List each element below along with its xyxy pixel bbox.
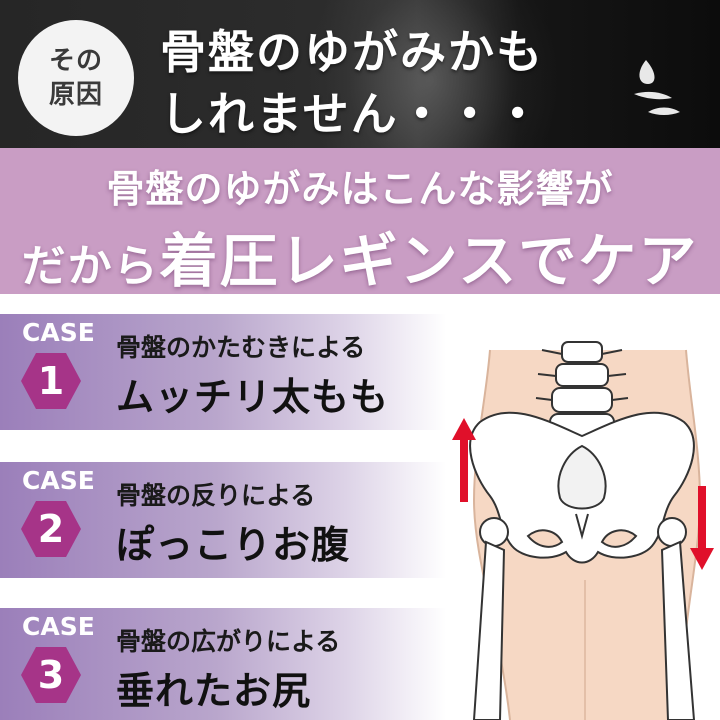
top-banner: その 原因 骨盤のゆがみかも しれません・・・ bbox=[0, 0, 720, 148]
hexagon-icon bbox=[21, 353, 81, 409]
case-number-hexagon: 3 bbox=[20, 644, 82, 706]
case-number-hexagon: 2 bbox=[20, 498, 82, 560]
banner-sheen bbox=[300, 0, 560, 148]
case-3: CASE 3 骨盤の広がりによる 垂れたお尻 bbox=[0, 608, 720, 720]
case-cause: 骨盤の広がりによる bbox=[116, 627, 341, 656]
badge-line2: 原因 bbox=[48, 80, 103, 110]
hexagon-icon bbox=[21, 501, 81, 557]
band-title-main: 着圧レギンスでケア bbox=[159, 227, 699, 295]
arrow-down-icon bbox=[690, 486, 714, 570]
case-number: 2 bbox=[37, 507, 65, 551]
case-label: CASE bbox=[22, 612, 95, 641]
case-effect: ムッチリ太もも bbox=[116, 375, 390, 419]
case-effect: ぽっこりお腹 bbox=[116, 523, 351, 567]
case-label: CASE bbox=[22, 318, 95, 347]
band-title: だから着圧レギンスでケア bbox=[0, 214, 720, 298]
sweat-drops-icon bbox=[634, 60, 680, 115]
case-cause: 骨盤の反りによる bbox=[116, 481, 316, 510]
case-number: 3 bbox=[37, 653, 65, 697]
pelvis-bone bbox=[469, 411, 695, 564]
message-band: 骨盤のゆがみはこんな影響が だから着圧レギンスでケア bbox=[0, 148, 720, 295]
case-cause: 骨盤のかたむきによる bbox=[116, 333, 366, 362]
case-label: CASE bbox=[22, 466, 95, 495]
pelvis-skeleton-illustration bbox=[452, 341, 714, 720]
case-number: 1 bbox=[37, 359, 65, 403]
headline-line2: しれません・・・ bbox=[160, 87, 543, 141]
arrow-up-icon bbox=[452, 418, 476, 502]
case-effect: 垂れたお尻 bbox=[116, 669, 312, 713]
band-title-prefix: だから bbox=[21, 241, 160, 292]
badge-line1: その bbox=[48, 46, 103, 76]
band-subtitle: 骨盤のゆがみはこんな影響が bbox=[106, 167, 614, 211]
femur-bones bbox=[472, 517, 696, 720]
headline-line1: 骨盤のゆがみかも bbox=[160, 25, 544, 79]
cause-badge: その 原因 bbox=[18, 20, 134, 136]
case-number-hexagon: 1 bbox=[20, 350, 82, 412]
hexagon-icon bbox=[21, 647, 81, 703]
